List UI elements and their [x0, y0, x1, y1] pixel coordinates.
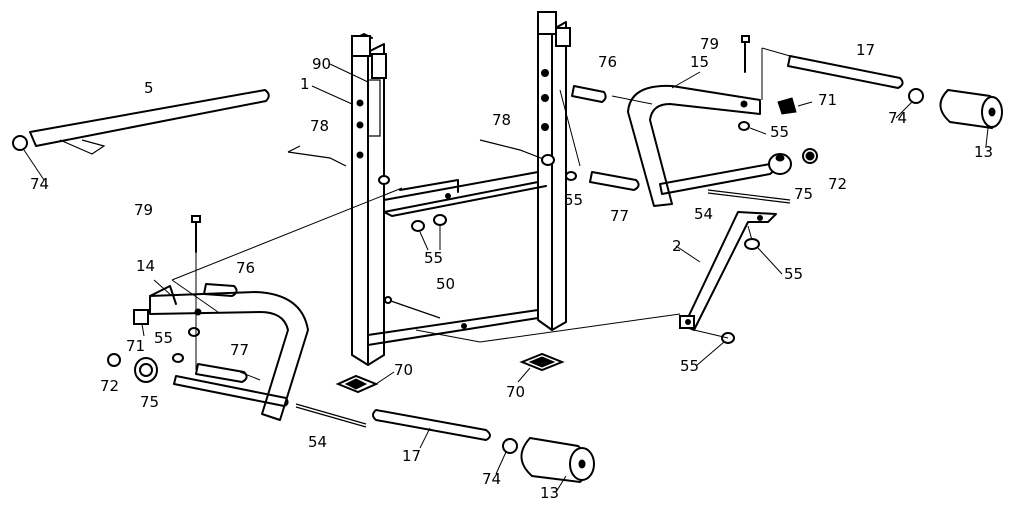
- callout-75-right: 75: [794, 185, 813, 203]
- callout-leaders: [23, 63, 989, 493]
- callout-72-left: 72: [100, 377, 119, 395]
- part-54-rod-left: [295, 403, 367, 428]
- part-72-knob-right: [802, 148, 818, 164]
- part-13-roller-right: [939, 88, 1003, 130]
- callout-14: 14: [136, 257, 155, 275]
- callout-71-left: 71: [126, 337, 145, 355]
- callout-74-right: 74: [888, 109, 907, 127]
- part-72-knob-left: [107, 353, 121, 367]
- part-75-roller-end-right: [659, 153, 792, 195]
- part-70-foot-right: [519, 352, 565, 372]
- part-5-bar: [12, 89, 270, 155]
- part-1-upright-left: [351, 33, 387, 366]
- callout-90: 90: [312, 55, 331, 73]
- callout-78-right: 78: [492, 111, 511, 129]
- callout-78-left: 78: [310, 117, 329, 135]
- callout-17-bottom: 17: [402, 447, 421, 465]
- part-78-bracket-left: [287, 145, 347, 167]
- callout-55-right-c: 55: [680, 357, 699, 375]
- part-74-cap-bottom: [502, 438, 518, 454]
- callout-79-right: 79: [700, 35, 719, 53]
- part-17-bar-top: [761, 47, 904, 100]
- callout-5: 5: [144, 79, 154, 97]
- callout-labels: 5 74 79 14 76 71 55 72 75 77 54 17 74 13…: [30, 35, 993, 502]
- callout-55-right-a: 55: [770, 123, 789, 141]
- callout-70-right: 70: [506, 383, 525, 401]
- upright-right: [537, 11, 571, 331]
- part-55-nuts: [172, 121, 760, 363]
- callout-55-left-a: 55: [154, 329, 173, 347]
- callout-17-top: 17: [856, 41, 875, 59]
- callout-54-left: 54: [308, 433, 327, 451]
- callout-50: 50: [436, 275, 455, 293]
- part-14-hook-left: [149, 285, 309, 421]
- part-77-sleeve-right: [589, 171, 640, 191]
- part-79-bolt-left: [191, 215, 201, 253]
- callout-13-right: 13: [974, 143, 993, 161]
- callout-72-right: 72: [828, 175, 847, 193]
- callout-55-mid: 55: [564, 191, 583, 209]
- part-74-cap-right: [908, 88, 924, 104]
- part-17-bar-bottom: [372, 409, 491, 441]
- callout-13-bottom: 13: [540, 484, 559, 502]
- part-50-bolt: [384, 296, 441, 319]
- callout-1: 1: [300, 75, 310, 93]
- part-78-bracket-right: [479, 139, 555, 166]
- part-76-sleeve-right: [571, 85, 607, 103]
- callout-74-left: 74: [30, 175, 49, 193]
- part-77-sleeve-left: [195, 363, 248, 383]
- part-76-sleeve-left: [203, 283, 238, 297]
- part-13-roller-bottom: [520, 436, 595, 484]
- assembly-leader-lines: [171, 89, 753, 381]
- callout-77-right: 77: [610, 207, 629, 225]
- callout-76-left: 76: [236, 259, 255, 277]
- callout-70-left: 70: [394, 361, 413, 379]
- part-15-hook-right: [627, 84, 797, 207]
- callout-55-right-b: 55: [784, 265, 803, 283]
- callout-79-left: 79: [134, 201, 153, 219]
- callout-15: 15: [690, 53, 709, 71]
- callout-55-center: 55: [424, 249, 443, 267]
- part-70-foot-left: [335, 374, 379, 394]
- part-79-bolt-right: [741, 35, 750, 73]
- callout-74-bottom: 74: [482, 470, 501, 488]
- part-71-cap-left: [133, 309, 149, 325]
- callout-71-right: 71: [818, 91, 837, 109]
- part-75-roller-end-left: [134, 357, 289, 407]
- part-54-rod-right: [707, 189, 791, 204]
- part-2-brace: [679, 211, 777, 331]
- callout-54-right: 54: [694, 205, 713, 223]
- callout-75-left: 75: [140, 393, 159, 411]
- callout-77-left: 77: [230, 341, 249, 359]
- frame-cross-members: [367, 171, 547, 346]
- callout-76-right: 76: [598, 53, 617, 71]
